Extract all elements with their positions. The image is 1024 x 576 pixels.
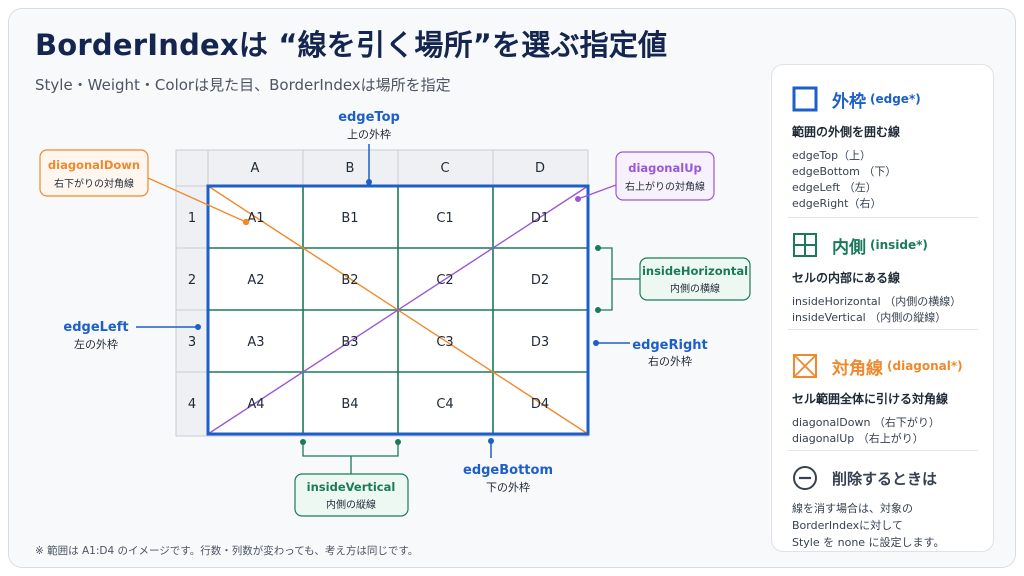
cell-b2: B2 [341,273,358,288]
cell-c4: C4 [436,397,453,412]
legend-inside-item: insideHorizontal （内側の横線） [792,295,962,308]
column-header-bar [176,150,588,186]
diagonal-down-desc: 右下がりの対角線 [54,177,134,190]
legend-inside-item: insideVertical （内側の縦線） [792,311,947,324]
row-header-2: 2 [188,273,196,288]
legend-remove-line: 線を消す場合は、対象の [792,502,913,515]
cell-a3: A3 [247,335,264,350]
edge-bottom-desc: 下の外枠 [486,480,530,494]
legend-outer-item: edgeRight（右） [792,197,882,210]
inside-horizontal-label: insideHorizontal [642,264,748,278]
column-header-c: C [440,161,449,176]
cell-a1: A1 [247,211,264,226]
legend-divider [788,217,978,218]
diagonal-down-dot [242,218,250,226]
diagonal-border-icon [793,354,817,378]
edge-left-desc: 左の外枠 [74,337,118,351]
edge-top-label: edgeTop [338,110,400,125]
minus-circle-icon [793,466,817,490]
diagonal-down-callout-box [39,149,149,197]
cell-c3: C3 [436,335,453,350]
inside-vertical-callout-box [294,473,409,517]
cell-b3: B3 [341,335,358,350]
legend-inside-desc: セルの内部にある線 [792,271,901,285]
diagonal-up-label: diagonalUp [628,161,702,175]
legend-divider [788,329,978,330]
cell-d1: D1 [531,211,549,226]
legend-panel: 外枠 (edge*) 範囲の外側を囲む線 edgeTop（上） edgeBott… [771,64,994,552]
legend-inside-title: 内側 [832,237,866,258]
cell-d2: D2 [531,273,549,288]
legend-diagonal-section: 対角線 (diagonal*) セル範囲全体に引ける対角線 diagonalDo… [792,354,982,447]
row-header-3: 3 [188,335,196,350]
outer-border-icon [792,86,818,112]
edge-right-desc: 右の外枠 [648,354,692,368]
legend-outer-item: edgeTop（上） [792,149,872,162]
cell-c1: C1 [436,211,453,226]
footnote: ※ 範囲は A1:D4 のイメージです。行数・列数が変わっても、考え方は同じです… [35,545,419,557]
cell-d4: D4 [531,397,549,412]
column-header-b: B [346,161,355,176]
diagonal-up-dot [575,196,581,202]
cell-b4: B4 [341,397,358,412]
legend-outer-item: edgeBottom （下） [792,165,897,178]
legend-inside-section: 内側 (inside*) セルの内部にある線 insideHorizontal … [792,233,982,326]
inside-vertical-bracket [302,442,399,474]
diagonal-down-label: diagonalDown [48,158,140,172]
edge-left-dot [195,324,201,330]
legend-outer-section: 外枠 (edge*) 範囲の外側を囲む線 edgeTop（上） edgeBott… [792,86,982,212]
diagonal-up-line [207,185,589,435]
legend-divider [788,450,978,451]
inside-horizontal-bracket [598,247,640,311]
cell-a2: A2 [247,273,264,288]
legend-diagonal-item: diagonalUp （右上がり） [792,432,924,445]
diagonal-down-leader [147,177,247,223]
legend-remove-section: 削除するときは 線を消す場合は、対象の BorderIndexに対して Styl… [792,466,982,551]
column-header-a: A [251,161,260,176]
row-header-4: 4 [188,397,196,412]
row-header-1: 1 [188,211,196,226]
legend-diagonal-code: (diagonal*) [887,359,963,373]
legend-inside-code: (inside*) [870,238,928,252]
legend-outer-title: 外枠 [832,91,866,112]
edge-top-desc: 上の外枠 [347,127,391,141]
cell-d3: D3 [531,335,549,350]
border-index-diagram: A B C D 1 2 3 4 A1 B1 C1 D1 A2 B2 C2 D2 … [39,110,751,517]
legend-remove-title: 削除するときは [832,469,938,488]
inside-horizontal-desc: 内側の横線 [670,282,720,295]
edge-top-dot [366,179,372,185]
inside-border-icon [793,233,817,257]
legend-outer-code: (edge*) [870,92,921,106]
legend-outer-item: edgeLeft （左） [792,181,877,194]
inside-vertical-label: insideVertical [307,480,396,494]
page-subtitle: Style・Weight・Colorは見た目、BorderIndexは場所を指定 [35,76,451,94]
edge-right-label: edgeRight [632,338,708,353]
legend-outer-desc: 範囲の外側を囲む線 [792,125,901,139]
inside-vertical-desc: 内側の縦線 [326,498,376,511]
legend-remove-line: Style を none に設定します。 [792,536,945,549]
cell-c2: C2 [436,273,453,288]
inside-horizontal-callout-box [639,257,751,301]
legend-diagonal-title: 対角線 [832,358,883,379]
edge-bottom-label: edgeBottom [463,463,553,478]
diagonal-up-leader [577,184,617,200]
legend-diagonal-desc: セル範囲全体に引ける対角線 [792,392,949,406]
outer-edge-border [206,184,590,436]
legend-remove-line: BorderIndexに対して [792,519,903,532]
legend-diagonal-item: diagonalDown （右下がり） [792,416,940,429]
edge-left-label: edgeLeft [63,320,128,335]
column-header-d: D [535,161,545,176]
page-title: BorderIndexは “線を引く場所”を選ぶ指定値 [35,28,668,62]
diagonal-up-callout-box [615,151,715,201]
cell-a4: A4 [247,397,264,412]
diagonal-up-desc: 右上がりの対角線 [625,180,705,193]
cell-b1: B1 [341,211,358,226]
